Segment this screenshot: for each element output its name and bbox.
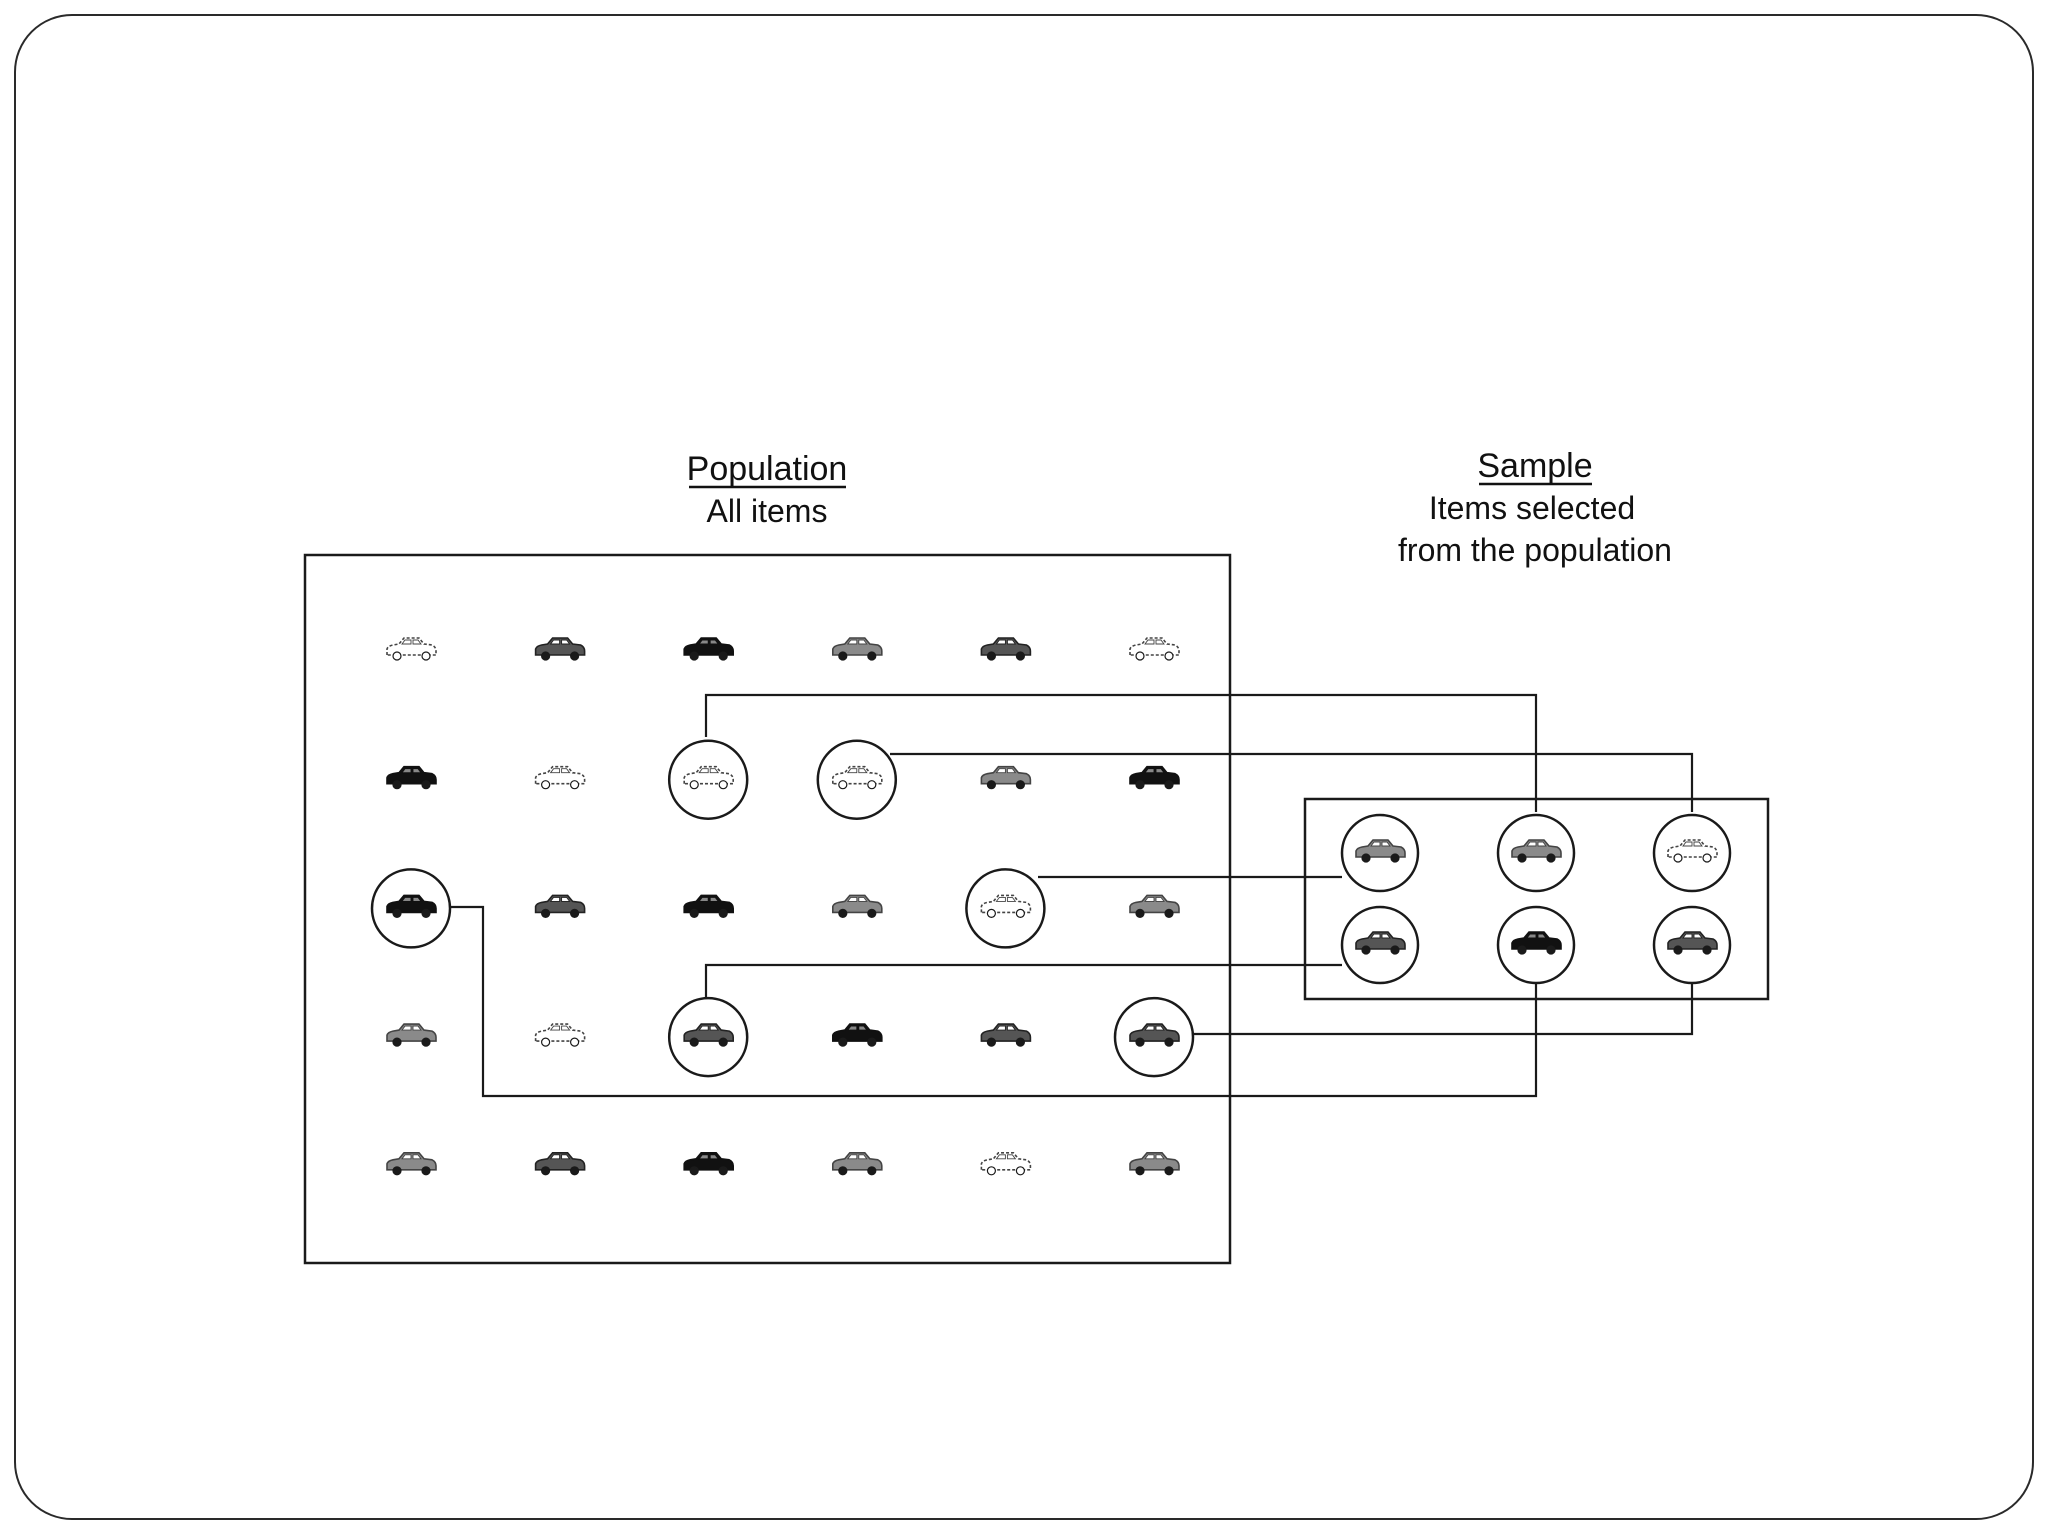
connector-lines	[451, 693, 1694, 1098]
car-icon	[534, 765, 586, 790]
population-subtitle: All items	[707, 493, 828, 529]
car-icon	[534, 1023, 586, 1047]
car-icon	[1129, 637, 1180, 661]
car-icon	[980, 894, 1032, 919]
car-icon	[831, 894, 883, 919]
car-icon	[1129, 894, 1180, 919]
car-icon	[831, 765, 883, 790]
car-icon	[386, 637, 437, 661]
car-icon	[1129, 765, 1180, 790]
car-icon	[534, 1152, 586, 1176]
slide-frame	[14, 14, 2034, 1520]
car-icon	[1667, 839, 1718, 863]
car-icon	[1511, 839, 1562, 863]
car-icon	[980, 637, 1032, 661]
car-icon	[386, 894, 437, 919]
connector-line	[890, 752, 1694, 812]
sample-title: Sample	[1477, 447, 1592, 485]
car-icon	[1511, 931, 1562, 955]
car-icon	[386, 1023, 437, 1047]
car-icon	[386, 1152, 437, 1176]
car-icon	[1129, 1023, 1180, 1047]
car-icon	[683, 1023, 735, 1047]
connector-line	[704, 963, 1342, 1000]
population-cars	[386, 637, 1180, 1176]
car-icon	[386, 765, 437, 790]
car-icon	[1355, 839, 1406, 863]
population-title: Population	[687, 450, 848, 488]
car-icon	[980, 1023, 1032, 1047]
car-icon	[534, 894, 586, 919]
connector-line	[1186, 983, 1694, 1036]
car-icon	[683, 637, 735, 661]
car-icon	[1129, 1152, 1180, 1176]
car-icon	[683, 894, 735, 919]
sample-subtitle-line1: Items selected	[1429, 490, 1635, 526]
car-icon	[980, 765, 1032, 790]
car-icon	[980, 1152, 1032, 1176]
car-icon	[683, 765, 735, 790]
car-icon	[831, 1152, 883, 1176]
car-icon	[534, 637, 586, 661]
selection-circles	[370, 739, 1195, 1078]
car-icon	[1355, 931, 1406, 955]
population-box	[303, 553, 1232, 1265]
sample-cars	[1355, 839, 1718, 955]
car-icon	[1667, 931, 1718, 955]
car-icon	[831, 637, 883, 661]
car-icon	[831, 1023, 883, 1047]
sample-subtitle-line2: from the population	[1398, 532, 1672, 568]
car-icon	[683, 1152, 735, 1176]
connector-line	[451, 905, 1538, 1098]
